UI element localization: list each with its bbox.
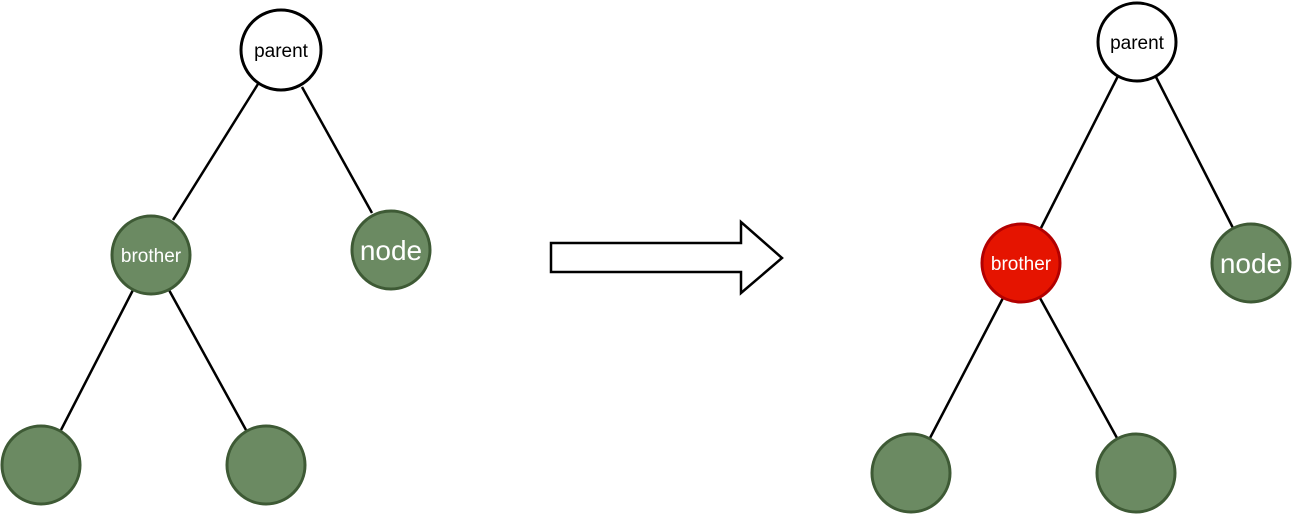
transition-arrow: [549, 219, 784, 296]
before-tree: parent brother node: [0, 8, 432, 506]
edge-parent-node-before: [300, 86, 374, 214]
arrow-right-icon: [549, 219, 784, 296]
edge-brother-rightchild-after: [1038, 297, 1119, 439]
edge-parent-brother-before: [171, 83, 260, 221]
edge-brother-rightchild-before: [167, 289, 248, 431]
node-label-after: node: [1220, 248, 1282, 279]
edge-brother-leftchild-after: [928, 297, 1005, 439]
leaf-left-before: [0, 424, 82, 506]
node-node-before: [350, 209, 432, 291]
brother-node-after: [980, 222, 1062, 304]
brother-label-after: brother: [991, 254, 1052, 275]
leaf-right-after: [1095, 432, 1177, 514]
leaf-right-before: [225, 424, 307, 506]
brother-label-before: brother: [121, 246, 182, 267]
before-tree-edges: [59, 83, 374, 431]
parent-node-after: [1096, 1, 1178, 83]
parent-label-before: parent: [254, 41, 309, 62]
parent-node-before: [239, 8, 323, 92]
edge-parent-node-after: [1154, 76, 1235, 229]
after-tree: parent brother node: [870, 1, 1292, 514]
brother-node-before: [110, 214, 192, 296]
edge-brother-leftchild-before: [59, 289, 135, 431]
node-node-after: [1210, 222, 1292, 304]
after-tree-edges: [928, 75, 1235, 439]
leaf-left-after: [870, 432, 952, 514]
node-label-before: node: [360, 235, 422, 266]
edge-parent-brother-after: [1039, 75, 1120, 229]
parent-label-after: parent: [1110, 33, 1165, 54]
